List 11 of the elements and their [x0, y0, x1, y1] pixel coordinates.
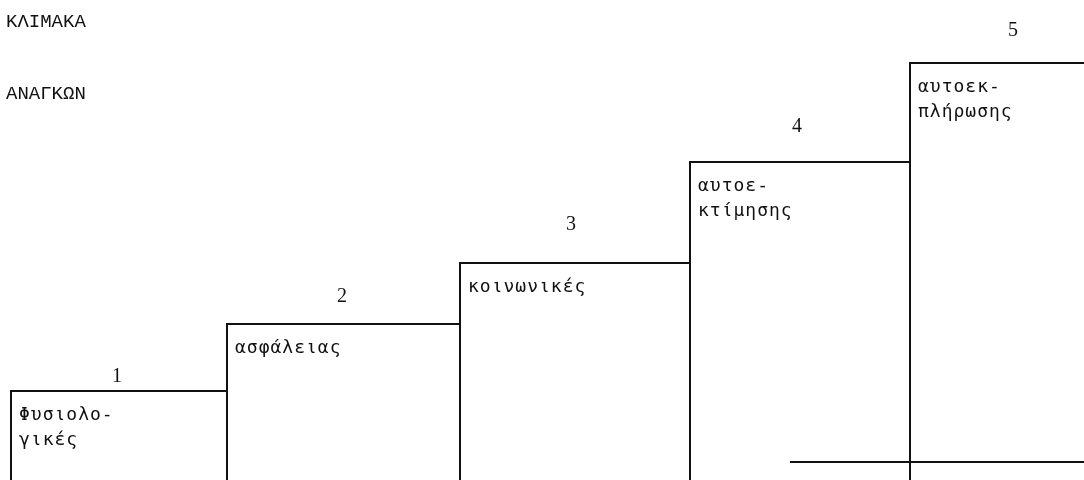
step-label: κοινωνικές — [468, 274, 588, 298]
step-label: αυτοεκ- πλήρωσης — [918, 74, 1014, 123]
step-number: 3 — [566, 212, 576, 235]
step-label: αυτοε- κτίμησης — [698, 173, 794, 222]
step-number: 2 — [337, 284, 347, 307]
step-number: 1 — [112, 364, 122, 387]
step-number: 5 — [1008, 18, 1018, 41]
step-label: ασφάλειας — [235, 335, 343, 359]
step-number: 4 — [792, 114, 802, 137]
title: ΚΛΙΜΑΚΑ ΑΝΑΓΚΩΝ — [6, 10, 87, 107]
step-label: Φυσιολο- γικές — [19, 402, 115, 451]
